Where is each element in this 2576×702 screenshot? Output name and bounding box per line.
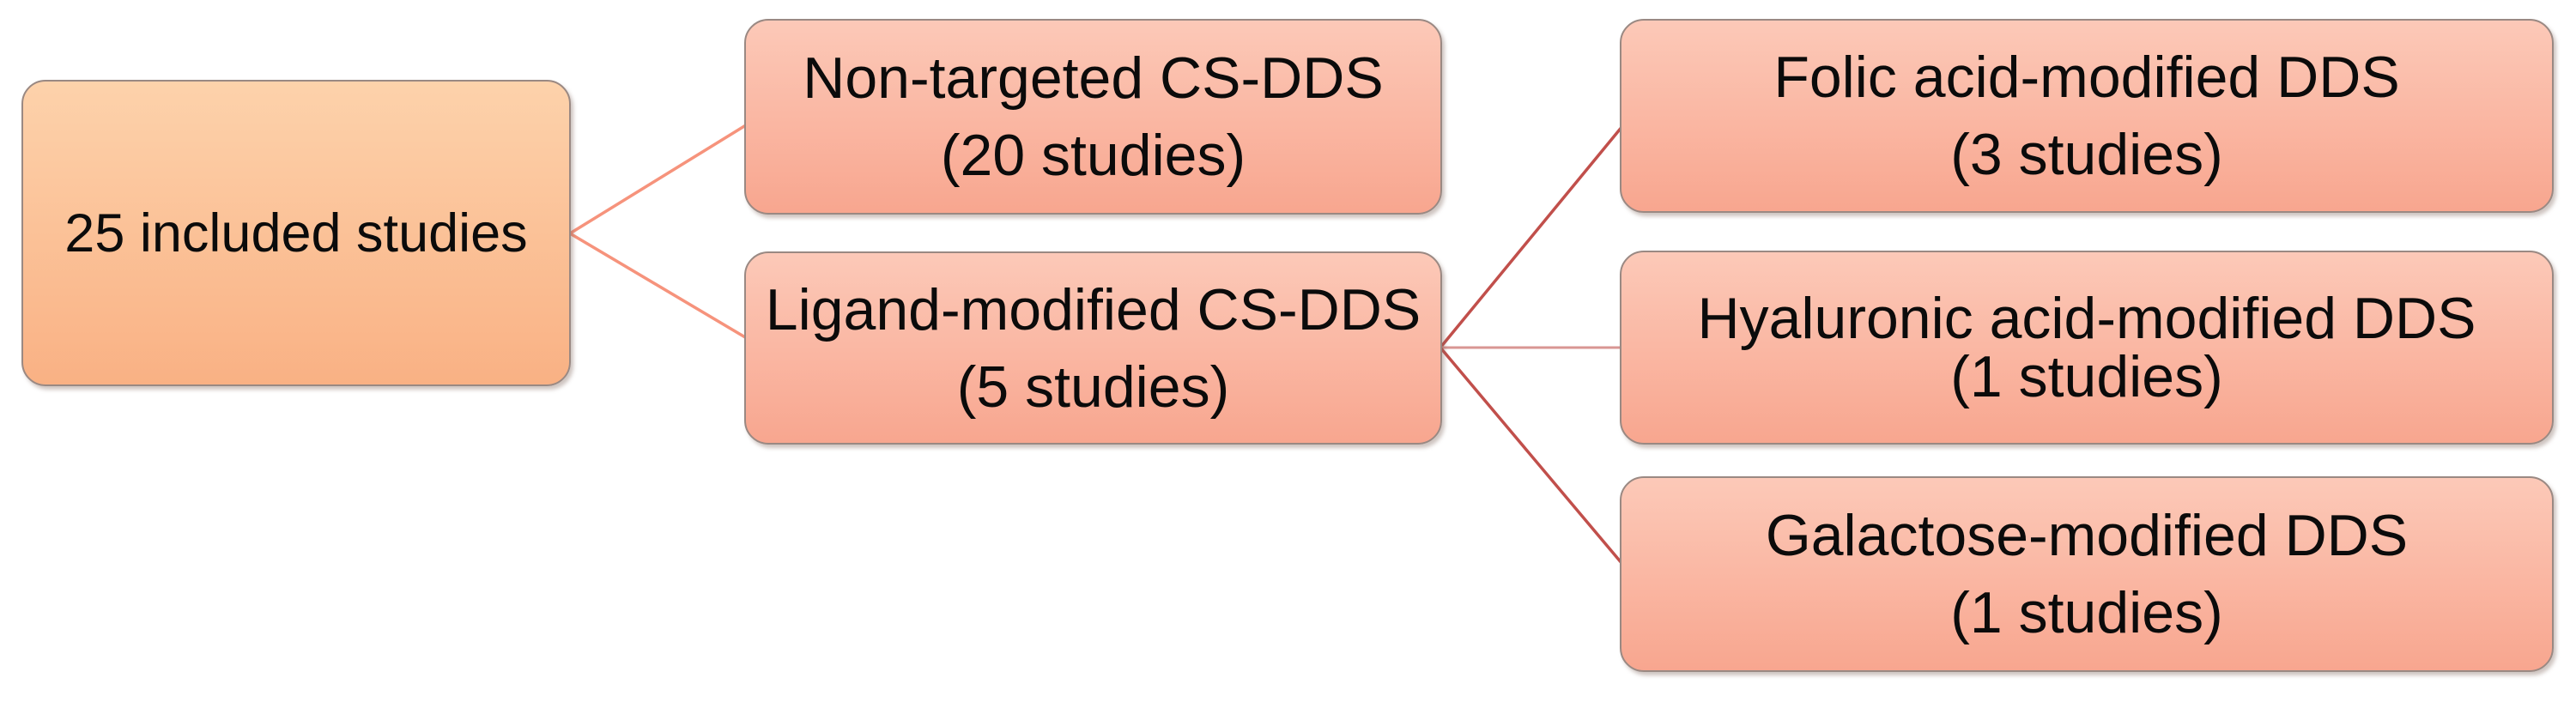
- node-hyaluronic-acid-title: Hyaluronic acid-modified DDS: [1697, 286, 2476, 351]
- connector-ligand-to-galactose: [1439, 346, 1633, 576]
- node-included-studies: 25 included studies: [21, 80, 571, 386]
- node-folic-acid-title: Folic acid-modified DDS: [1773, 45, 2400, 110]
- node-non-targeted-title: Non-targeted CS-DDS: [803, 45, 1384, 111]
- node-ligand-modified-title: Ligand-modified CS-DDS: [765, 276, 1421, 342]
- node-non-targeted-cs-dds: Non-targeted CS-DDS (20 studies): [744, 19, 1442, 215]
- connector-root-to-nontargeted: [569, 115, 761, 235]
- node-folic-acid-count: (3 studies): [1950, 122, 2223, 187]
- connector-ligand-to-folic: [1439, 114, 1633, 349]
- node-galactose-count: (1 studies): [1950, 580, 2223, 645]
- node-galactose-dds: Galactose-modified DDS (1 studies): [1620, 476, 2554, 672]
- node-folic-acid-dds: Folic acid-modified DDS (3 studies): [1620, 19, 2554, 213]
- node-hyaluronic-acid-dds: Hyaluronic acid-modified DDS (1 studies): [1620, 251, 2554, 445]
- connector-root-to-ligand: [569, 232, 761, 348]
- node-galactose-title: Galactose-modified DDS: [1765, 503, 2409, 568]
- node-included-studies-label: 25 included studies: [64, 203, 528, 263]
- node-ligand-modified-count: (5 studies): [956, 354, 1230, 420]
- node-non-targeted-count: (20 studies): [940, 123, 1246, 188]
- node-ligand-modified-cs-dds: Ligand-modified CS-DDS (5 studies): [744, 251, 1442, 445]
- node-hyaluronic-acid-count: (1 studies): [1950, 344, 2223, 409]
